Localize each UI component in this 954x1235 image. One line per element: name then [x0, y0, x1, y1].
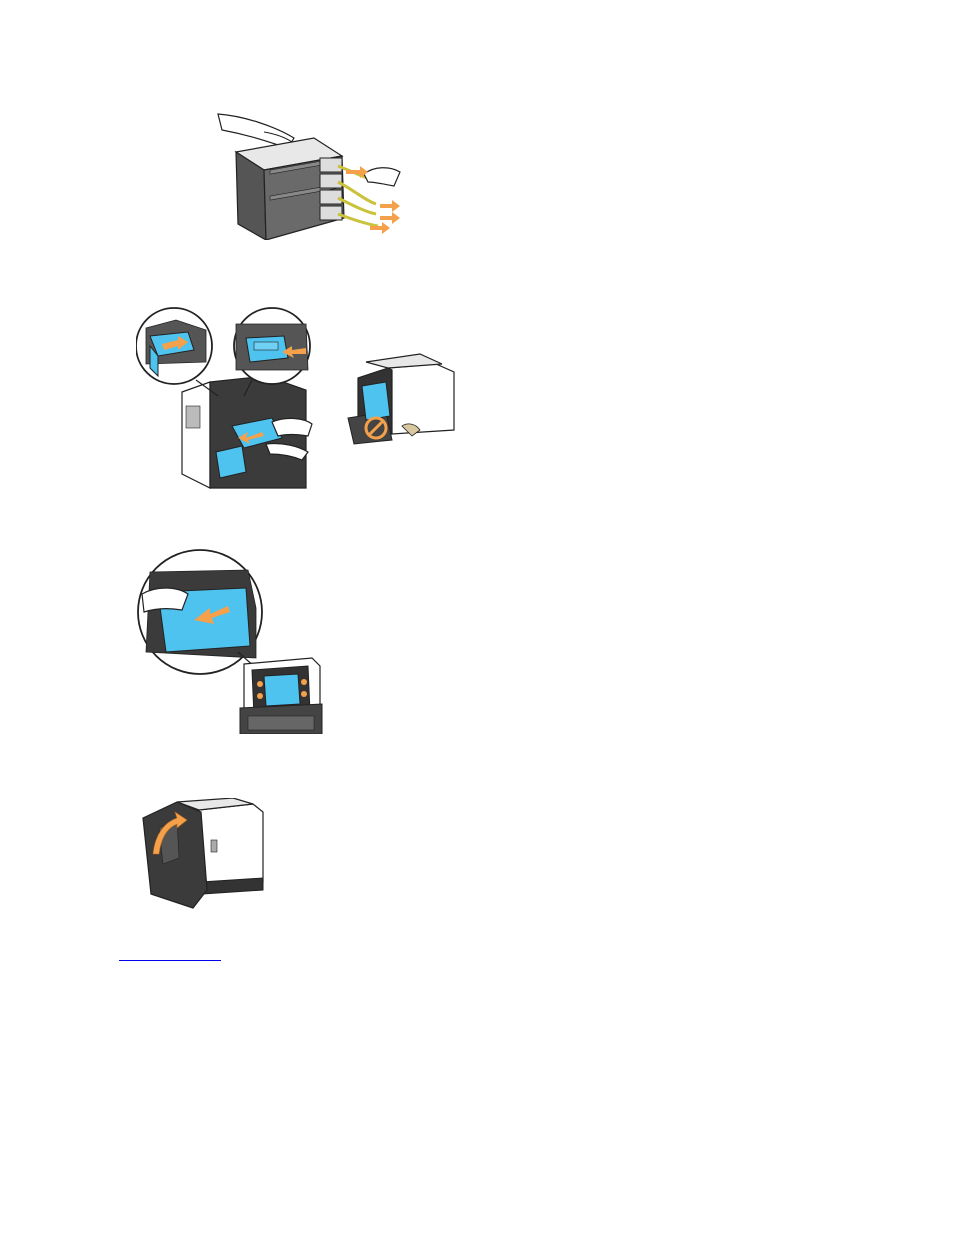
install-cartridge-into-printer-illustration — [136, 306, 462, 490]
back-to-contents-link[interactable] — [119, 948, 221, 961]
close-front-cover-illustration — [137, 798, 265, 912]
remove-protective-sheet-illustration — [136, 548, 324, 734]
toner-cartridge-remove-tapes-illustration — [214, 108, 410, 240]
